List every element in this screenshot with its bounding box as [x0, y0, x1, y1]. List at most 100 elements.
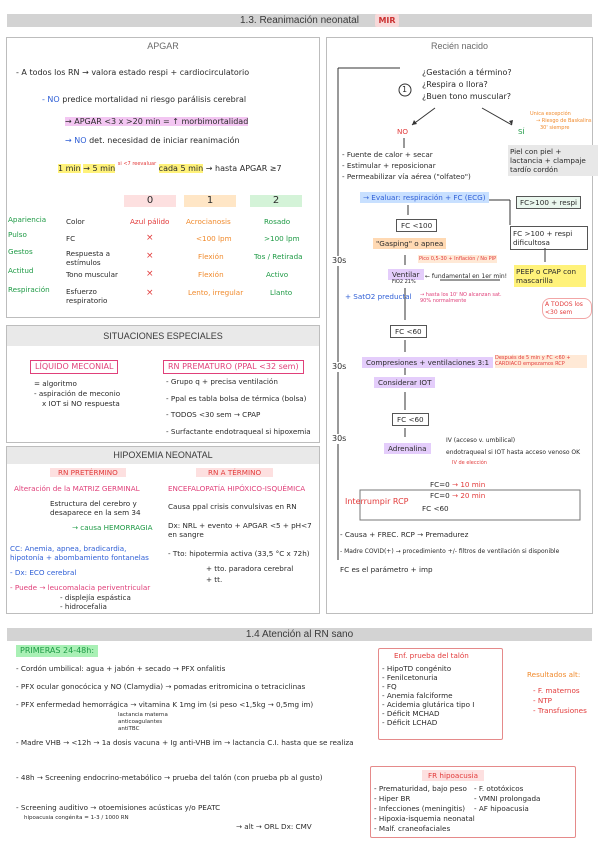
si-note-1: Unica excepción — [530, 111, 571, 117]
apgar-side-1: Apariencia — [8, 215, 47, 224]
apgar-reeval: si <7 reevaluar — [117, 161, 157, 167]
fr1-1: - Prematuridad, bajo peso — [374, 784, 467, 793]
recien-q2: ¿Respira o llora? — [422, 80, 488, 89]
recien-no: NO — [397, 127, 409, 136]
talon-1: - HipoTD congénito — [382, 664, 452, 673]
int-r1-cond: FC=0 — [430, 480, 450, 489]
apgar-r5-c1: Lento, irregular — [188, 288, 244, 297]
adr-note-3: IV de elección — [452, 460, 487, 466]
pt-title: RN PRETÉRMINO — [50, 468, 126, 477]
dif-resp: FC >100 + respi dificultosa — [510, 226, 588, 250]
apgar-cada5: cada 5 min — [158, 164, 204, 173]
fr2-3: - AF hipoacusia — [474, 804, 529, 813]
apgar-side-4: Actitud — [8, 266, 34, 275]
pre-title: RN PREMATURO (PPAL <32 sem) — [163, 360, 304, 374]
apgar-no-2: → NO — [65, 136, 87, 145]
recien-si: SÍ — [518, 127, 525, 136]
fr1-3: - Infecciones (meningitis) — [374, 804, 466, 813]
apgar-r2-c1: <100 lpm — [196, 234, 232, 243]
apgar-1min: 1 min — [58, 164, 81, 173]
fr1-5: - Malf. craneofaciales — [374, 824, 451, 833]
apgar-col-header-2: 2 — [250, 195, 302, 207]
especiales-title-bar: SITUACIONES ESPECIALES — [7, 326, 319, 346]
interrumpir-rcp: Interrumpir RCP — [345, 497, 409, 506]
apgar-r1-c0: Azul pálido — [130, 217, 170, 226]
ventilar-sub: FiO2 21% — [392, 279, 416, 285]
apgar-l4-text: det. necesidad de iniciar reanimación — [89, 136, 240, 145]
pt-line-5: - Dx: ECO cerebral — [10, 568, 77, 577]
int-r2-cond: FC=0 — [430, 491, 450, 500]
considerar-iot: Considerar IOT — [374, 377, 436, 388]
apgar-side-2: Pulso — [8, 230, 27, 239]
apgar-r4-c2: Activo — [266, 270, 289, 279]
t-line-1: ENCEFALOPATÍA HIPÓXICO-ISQUÉMICA — [168, 484, 306, 493]
recien-title: Recién nacido — [430, 41, 489, 51]
t-line-6: + tt. — [206, 575, 223, 584]
result-3: - Transfusiones — [533, 706, 587, 715]
int-row-3: FC <60 — [422, 504, 449, 513]
apgar-r1-c2: Rosado — [264, 217, 291, 226]
section-header-1: 1.3. Reanimación neonatal — [7, 14, 592, 27]
todos-30: A TODOS los <30 sem — [542, 298, 592, 319]
apgar-r4-c1: Flexión — [198, 270, 224, 279]
pt-line-7: - displejía espástica — [60, 593, 131, 602]
apgar-r4-c0: × — [146, 269, 154, 279]
piel-con-piel: Piel con piel + lactancia + clampaje tar… — [508, 145, 598, 176]
lm-line-1: = algoritmo — [34, 379, 77, 388]
fr1-4: - Hipoxia-isquemia neonatal — [374, 814, 475, 823]
int-r2-time: → 20 min — [452, 491, 486, 500]
causa-line: - Causa + FREC. RCP → Premadurez — [340, 530, 469, 539]
int-row-1: FC=0 → 10 min — [430, 480, 485, 489]
talon-7: - Déficit LCHAD — [382, 718, 438, 727]
apgar-col-header-0: 0 — [124, 195, 176, 207]
talon-3: - FQ — [382, 682, 397, 691]
pt-line-4: CC: Anemia, apnea, bradicardia, hipotoní… — [10, 544, 149, 562]
apgar-line-1: - A todos los RN → valora estado respi +… — [16, 68, 250, 77]
apgar-r3-c2: Tos / Retirada — [254, 252, 303, 261]
s30-1: 30s — [332, 256, 347, 266]
pt-line-2: Estructura del cerebro y desaparece en l… — [50, 499, 141, 517]
apgar-side-5: Respiración — [8, 285, 50, 294]
hipox-panel — [6, 446, 320, 614]
compresiones: Compresiones + ventilaciones 3:1 — [362, 357, 494, 368]
sano-line-6: - Screening auditivo → otoemisiones acús… — [16, 803, 221, 812]
sano-line-6c: → alt → ORL Dx: CMV — [236, 822, 312, 831]
peep: PEEP o CPAP con mascarilla — [514, 265, 586, 287]
fr1-2: - Hiper BR — [374, 794, 411, 803]
recien-q3: ¿Buen tono muscular? — [422, 92, 512, 101]
apgar-row-label-1: Color — [66, 217, 85, 226]
fc-pref: FC es el parámetro + imp — [340, 565, 433, 574]
covid-line: - Madre COVID(+) → procedimiento +/- fil… — [340, 548, 560, 555]
s30-3: 30s — [332, 434, 347, 444]
fr-box — [370, 766, 576, 838]
talon-5: - Acidemia glutárica tipo I — [382, 700, 475, 709]
hipox-title-bar: HIPOXEMIA NEONATAL — [7, 447, 319, 464]
sano-line-5: - 48h → Screening endocrino-metabólico →… — [16, 773, 323, 782]
apgar-side-3: Gestos — [8, 247, 33, 256]
no-step-3: - Permeabilizar vía aérea ("olfateo") — [342, 172, 471, 181]
adr-note-2: endotraqueal si IOT hasta acceso venoso … — [446, 449, 581, 456]
result-title: Resultados alt: — [527, 670, 581, 679]
apgar-title: APGAR — [147, 41, 179, 51]
apgar-r3-c1: Flexión — [198, 252, 224, 261]
gasping: "Gasping" o apnea — [373, 238, 447, 249]
comp-note: Después de 5 min y FC <60 + CARDIACO emp… — [495, 355, 587, 368]
result-1: - F. maternos — [533, 686, 580, 695]
t-line-5: + tto. paradora cerebral — [206, 564, 294, 573]
pre-line-2: - Ppal es tabla bolsa de térmica (bolsa) — [166, 394, 307, 403]
apgar-line-5: 1 min → 5 min si <7 reevaluar cada 5 min… — [58, 161, 282, 174]
si-note-3: 30' siempre — [540, 125, 570, 131]
apgar-r2-c0: × — [146, 233, 154, 243]
apgar-r5-c0: × — [146, 288, 154, 298]
t-title: RN A TÉRMINO — [196, 468, 274, 477]
sato2-note: → hasta los 10' NO alcanzan sat. 90% nor… — [420, 292, 502, 305]
fr2-1: - F. ototóxicos — [474, 784, 524, 793]
pt-line-6: - Puede → leucomalacia periventricular — [10, 583, 151, 592]
sano-line-3b: lactancia materna anticoagulantes antiTB… — [118, 712, 168, 732]
t-line-3: Dx: NRL + evento + APGAR <5 + pH<7 en sa… — [168, 521, 312, 539]
si-note-2: → Riesgo de Baskalins — [536, 118, 592, 124]
adrenalina: Adrenalina — [384, 443, 431, 454]
s30-2: 30s — [332, 362, 347, 372]
apgar-row-label-5: Esfuerzo respiratorio — [66, 287, 108, 305]
